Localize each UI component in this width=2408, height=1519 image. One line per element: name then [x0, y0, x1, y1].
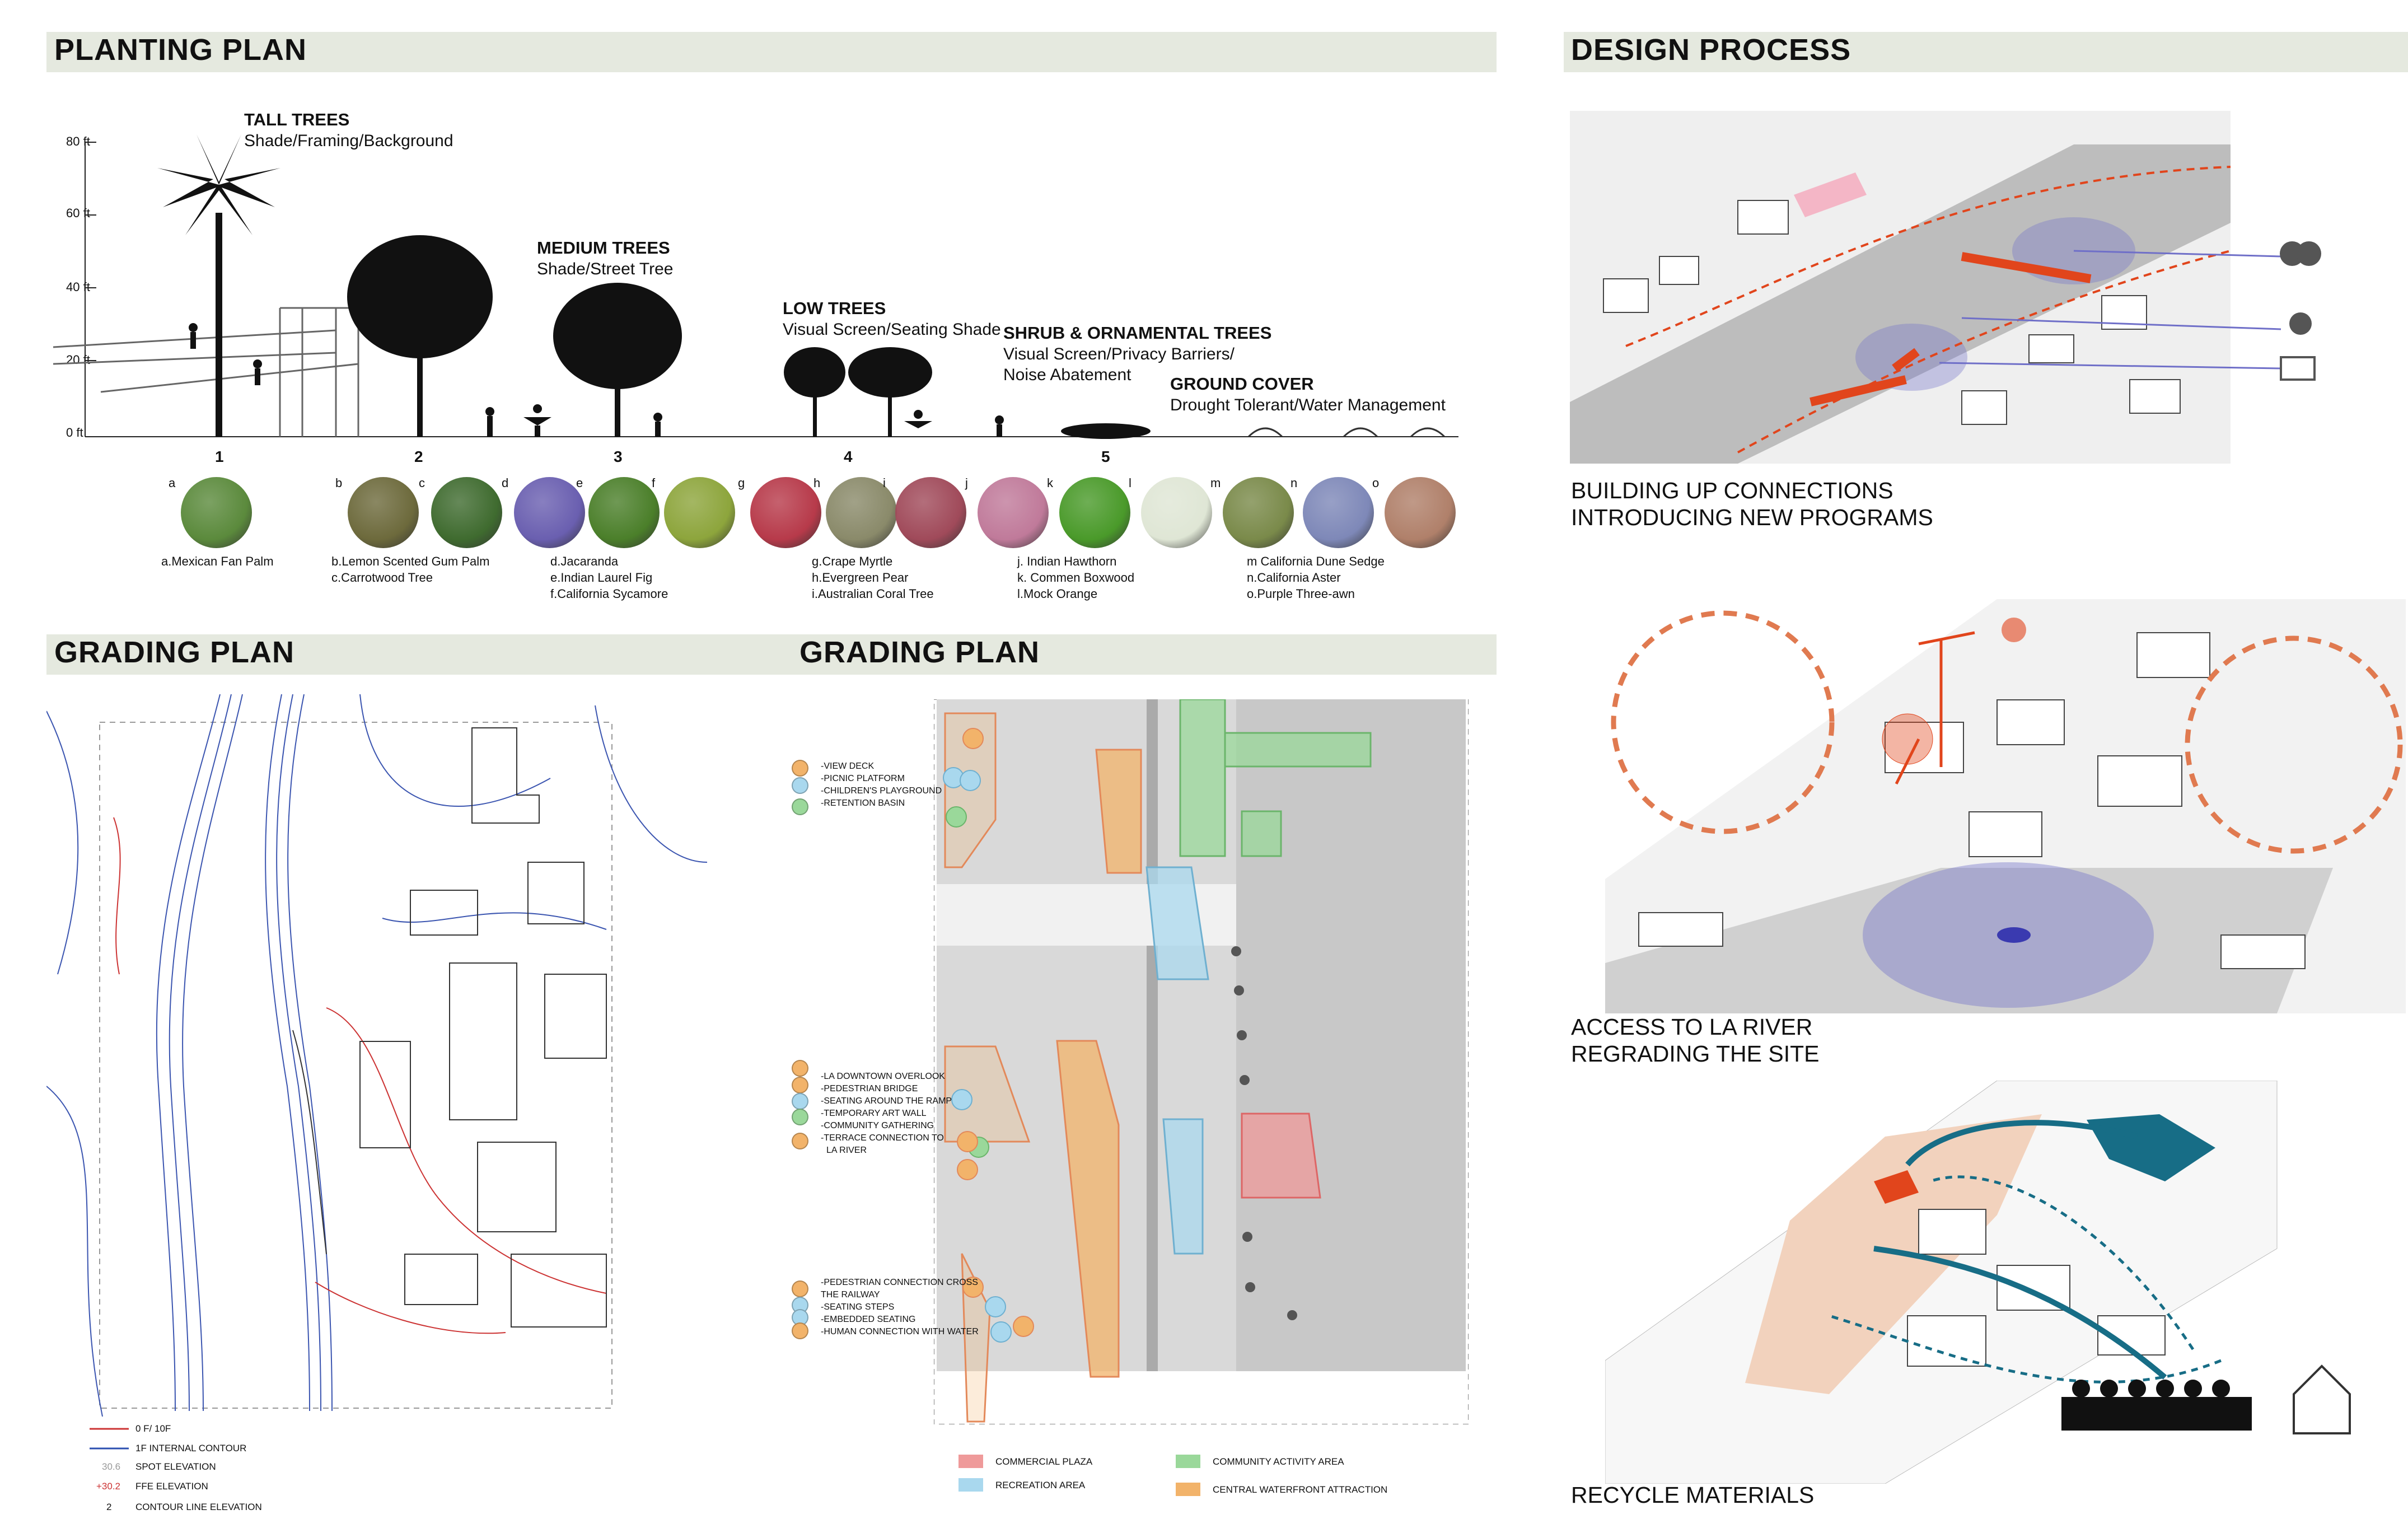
group-number: 5 [1101, 448, 1110, 465]
legend-ffe-symbol: +30.2 [96, 1481, 121, 1492]
planting-title: PLANTING PLAN [54, 33, 307, 67]
legend-contour-symbol: 2 [106, 1502, 112, 1512]
plant-letter: o [1372, 476, 1380, 490]
plant-letter: d [502, 476, 509, 490]
zone-central-waterfront: CENTRAL WATERFRONT ATTRACTION [1213, 1484, 1388, 1495]
axis-label: 40 ft [66, 280, 90, 294]
legend-dot-green [792, 798, 808, 815]
grading-header [46, 634, 1497, 675]
legend-dot-orange [792, 1133, 808, 1149]
legend-dot-orange [792, 1060, 808, 1077]
legend-0f-10f: 0 F/ 10F [135, 1423, 171, 1434]
plant-photo [588, 477, 660, 548]
plant-letter: e [576, 476, 583, 490]
axis-label: 60 ft [66, 206, 90, 220]
plant-letter: c [419, 476, 425, 490]
zone-commercial-plaza: COMMERCIAL PLAZA [995, 1456, 1093, 1467]
plant-letter: a [169, 476, 176, 490]
legend-contour-elevation: CONTOUR LINE ELEVATION [135, 1502, 262, 1512]
caption-group-1: a.Mexican Fan Palm [161, 554, 274, 568]
group-number: 3 [614, 448, 623, 465]
diagram-recycle [1605, 1081, 2351, 1484]
plant-photo [1223, 477, 1294, 548]
legend-lines [90, 1428, 129, 1450]
plant-letter: l [1129, 476, 1131, 490]
elevation-drawing [53, 134, 1458, 439]
plant-letter: h [813, 476, 821, 490]
legend-dot-orange [792, 1322, 808, 1339]
legend-dot-blue [792, 777, 808, 794]
grading-left-title: GRADING PLAN [54, 635, 294, 669]
plant-letter: g [738, 476, 745, 490]
plant-photo [664, 477, 735, 548]
plant-photo [431, 477, 502, 548]
plant-letter: m [1210, 476, 1221, 490]
plant-letter: f [652, 476, 656, 490]
zone-recreation-area: RECREATION AREA [995, 1480, 1086, 1490]
group-number: 4 [844, 448, 853, 465]
tree-silhouettes [157, 134, 1446, 439]
group-number: 2 [414, 448, 423, 465]
legend-group-2: -LA DOWNTOWN OVERLOOK-PEDESTRIAN BRIDGE-… [821, 1072, 952, 1155]
plant-letter: b [335, 476, 343, 490]
legend-spot-elevation: SPOT ELEVATION [135, 1461, 216, 1472]
legend-group-1: -VIEW DECK-PICNIC PLATFORM-CHILDREN'S PL… [821, 761, 942, 808]
swatch-community [1176, 1455, 1200, 1468]
axis-label: 80 ft [66, 134, 90, 148]
diagram-river-access [1605, 599, 2406, 1013]
grading-contour-map [46, 694, 707, 1417]
legend-dot-orange [792, 1280, 808, 1297]
axis-label: 20 ft [66, 353, 90, 367]
design-title: DESIGN PROCESS [1571, 33, 1851, 67]
legend-dot-orange [792, 1077, 808, 1093]
legend-internal-contour: 1F INTERNAL CONTOUR [135, 1443, 247, 1453]
legend-dot-blue [792, 1093, 808, 1110]
diagram-connections [1570, 111, 2321, 464]
plant-letter: k [1047, 476, 1053, 490]
grading-right-title: GRADING PLAN [799, 635, 1040, 669]
plant-letter: n [1290, 476, 1298, 490]
plant-photo [895, 477, 966, 548]
legend-dot-green [792, 1109, 808, 1125]
legend-ffe-elevation: FFE ELEVATION [135, 1481, 208, 1492]
group-number: 1 [215, 448, 224, 465]
site-plan-map [934, 699, 1469, 1424]
plant-photo [1141, 477, 1212, 548]
plant-photo [514, 477, 585, 548]
plant-photo [826, 477, 897, 548]
swatch-recreation [958, 1478, 983, 1492]
design-header [1564, 32, 2408, 72]
axis-label: 0 ft [66, 426, 83, 440]
planting-header [46, 32, 1497, 72]
plant-photo [750, 477, 821, 548]
plant-photo [1385, 477, 1456, 548]
plant-letter: i [883, 476, 886, 490]
legend-spot-symbol: 30.6 [102, 1461, 121, 1472]
plant-photo [181, 477, 252, 548]
plant-photo [978, 477, 1049, 548]
step3-caption: RECYCLE MATERIALS [1571, 1482, 1815, 1508]
plant-letter: j [965, 476, 968, 490]
plant-photo [1059, 477, 1130, 548]
legend-dot-orange [792, 760, 808, 777]
plant-photo [1303, 477, 1374, 548]
swatch-commercial [958, 1455, 983, 1468]
zone-community-activity: COMMUNITY ACTIVITY AREA [1213, 1456, 1344, 1467]
swatch-waterfront [1176, 1483, 1200, 1496]
plant-photo [348, 477, 419, 548]
